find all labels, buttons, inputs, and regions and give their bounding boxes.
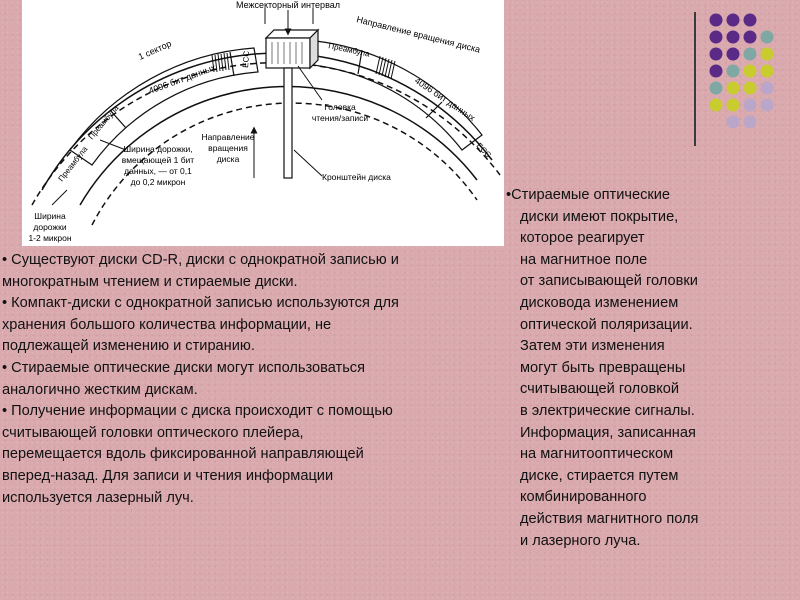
right-text-line: дисковода изменением <box>520 294 679 311</box>
decorative-dot <box>760 64 774 78</box>
label-track-width: Ширина дорожки 1-2 микрон <box>28 211 71 243</box>
disk-track-svg: Межсекторный интервал 1 сектор 4096 бит … <box>28 0 501 243</box>
decorative-dot <box>709 13 723 27</box>
track-inner-arc <box>79 85 478 206</box>
right-text-block: •Стираемые оптические диски имеют покрыти… <box>506 185 766 552</box>
decorative-dot <box>726 64 740 78</box>
svg-text:вмещающей 1 бит: вмещающей 1 бит <box>122 155 195 165</box>
label-data-right: 4096 бит данных <box>413 75 477 123</box>
right-text-line: действия магнитного поля <box>520 510 699 527</box>
label-disk-bracket: Кронштейн диска <box>322 172 391 182</box>
label-ecc-left: ECC <box>241 50 251 68</box>
svg-text:вращения: вращения <box>208 143 248 153</box>
svg-text:данных, — от 0,1: данных, — от 0,1 <box>124 166 192 176</box>
rw-head-block <box>264 28 320 70</box>
right-text-line: диски имеют покрытие, <box>520 208 679 225</box>
right-text-line: Информация, записанная <box>520 424 696 441</box>
label-preamble-right: Преамбула <box>328 41 371 59</box>
label-preamble-left: Преамбула <box>87 103 121 141</box>
decorative-dot <box>726 13 740 27</box>
decorative-dot <box>760 47 774 61</box>
svg-text:дорожки: дорожки <box>33 222 66 232</box>
decorative-dot <box>760 30 774 44</box>
right-text-line: комбинированного <box>520 489 647 506</box>
decorative-dot <box>726 98 740 112</box>
decorative-dot <box>743 81 757 95</box>
svg-text:чтения/записи: чтения/записи <box>312 113 369 123</box>
track-outer-boundary <box>31 61 501 206</box>
decorative-dot-grid <box>709 13 774 129</box>
svg-text:1-2 микрон: 1-2 микрон <box>28 233 71 243</box>
decorative-dot <box>709 98 723 112</box>
track-outer-arc <box>41 52 493 191</box>
decorative-dot <box>743 47 757 61</box>
bullet-write-once: • Компакт-диски с однократной записью ис… <box>2 295 399 355</box>
decorative-dot <box>726 30 740 44</box>
svg-text:Ширина дорожки,: Ширина дорожки, <box>123 144 192 154</box>
decorative-dot <box>709 47 723 61</box>
label-preamble-far-left: Преамбула <box>56 144 89 183</box>
decorative-dot <box>743 64 757 78</box>
right-text-line: могут быть превращены <box>520 359 686 376</box>
label-intersector-gap: Межсекторный интервал <box>236 0 340 10</box>
svg-text:Головка: Головка <box>324 102 356 112</box>
right-text-line: диске, стирается путем <box>520 467 679 484</box>
track-inner-boundary <box>91 102 478 226</box>
left-text-block: • Существуют диски CD-R, диски с однокра… <box>2 250 402 509</box>
decorative-dot <box>709 64 723 78</box>
decorative-dot <box>743 98 757 112</box>
label-track-width-bit: Ширина дорожки, вмещающей 1 бит данных, … <box>122 144 195 187</box>
decorative-dot <box>760 98 774 112</box>
svg-text:Направление: Направление <box>201 132 254 142</box>
bullet-erasable: • Стираемые оптические диски могут испол… <box>2 359 366 398</box>
svg-text:диска: диска <box>217 154 240 164</box>
right-text-line: •Стираемые оптические <box>506 187 671 203</box>
label-rotation-center: Направление вращения диска <box>201 132 254 164</box>
label-rotation-top: Направление вращения диска <box>356 14 482 54</box>
right-text-line: считывающей головкой <box>520 381 680 398</box>
right-text-line: от записывающей головки <box>520 273 698 290</box>
sector-band-left <box>69 47 259 166</box>
disk-track-diagram: Межсекторный интервал 1 сектор 4096 бит … <box>22 0 504 246</box>
disk-bracket <box>283 67 293 179</box>
label-rw-head: Головка чтения/записи <box>312 102 369 123</box>
right-text-line: и лазерного луча. <box>520 532 641 549</box>
right-text-line: в электрические сигналы. <box>520 402 695 419</box>
decorative-dot <box>743 13 757 27</box>
label-sector1: 1 сектор <box>137 38 173 61</box>
right-text-line: Затем эти изменения <box>520 338 665 355</box>
divider-line <box>694 12 696 146</box>
decorative-dot <box>743 30 757 44</box>
decorative-dot <box>743 115 757 129</box>
decorative-dot <box>709 81 723 95</box>
right-text-line: которое реагирует <box>520 230 645 247</box>
sector-band-right <box>303 39 483 151</box>
decorative-dot <box>726 81 740 95</box>
bullet-reading: • Получение информации с диска происходи… <box>2 403 393 506</box>
decorative-dot <box>726 47 740 61</box>
right-text-line: на магнитооптическом <box>520 446 674 463</box>
right-text-line: оптической поляризации. <box>520 316 693 333</box>
bullet-cd-types: • Существуют диски CD-R, диски с однокра… <box>2 252 399 290</box>
svg-text:до 0,2 микрон: до 0,2 микрон <box>131 177 186 187</box>
decorative-dot <box>726 115 740 129</box>
right-text-line: на магнитное поле <box>520 251 648 268</box>
decorative-dot <box>709 30 723 44</box>
decorative-dot <box>760 81 774 95</box>
svg-text:Ширина: Ширина <box>34 211 66 221</box>
